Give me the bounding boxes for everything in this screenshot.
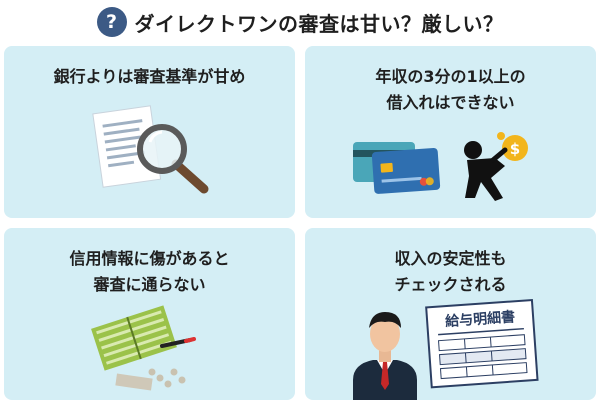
credit-card-icon (353, 142, 441, 194)
businessman-and-payslip-icon: 給与明細書 (353, 298, 539, 400)
card-label: 信用情報に傷があると 審査に通らない (69, 249, 230, 294)
document-magnifier-icon (92, 105, 209, 194)
card-label: 年収の3分の1以上の 借入れはできない (375, 67, 526, 112)
card-credit-history: 信用情報に傷があると 審査に通らない (4, 228, 295, 400)
page-header: ? ダイレクトワンの審査は甘い？厳しい？ (0, 0, 600, 44)
question-icon: ? (96, 7, 127, 37)
person-carrying-debt-icon: $ (464, 132, 528, 201)
card-income-stability: 収入の安定性も チェックされる 給与明細書 (305, 228, 596, 400)
payslip-title: 給与明細書 (445, 308, 516, 330)
page-title: ダイレクトワンの審査は甘い？厳しい？ (134, 11, 504, 36)
card-label: 収入の安定性も チェックされる (394, 249, 507, 294)
dollar-sign: $ (510, 140, 520, 158)
card-income-limit: 年収の3分の1以上の 借入れはできない $ (305, 46, 596, 218)
torn-passbook-and-coins-icon (91, 305, 196, 391)
businessman-icon (353, 312, 417, 400)
credit-cards-and-debt-burden-icon: $ (353, 132, 528, 201)
payslip-document-icon: 給与明細書 (425, 298, 539, 389)
card-label: 銀行よりは審査基準が甘め (53, 67, 246, 86)
card-lenient-vs-bank: 銀行よりは審査基準が甘め (4, 46, 295, 218)
